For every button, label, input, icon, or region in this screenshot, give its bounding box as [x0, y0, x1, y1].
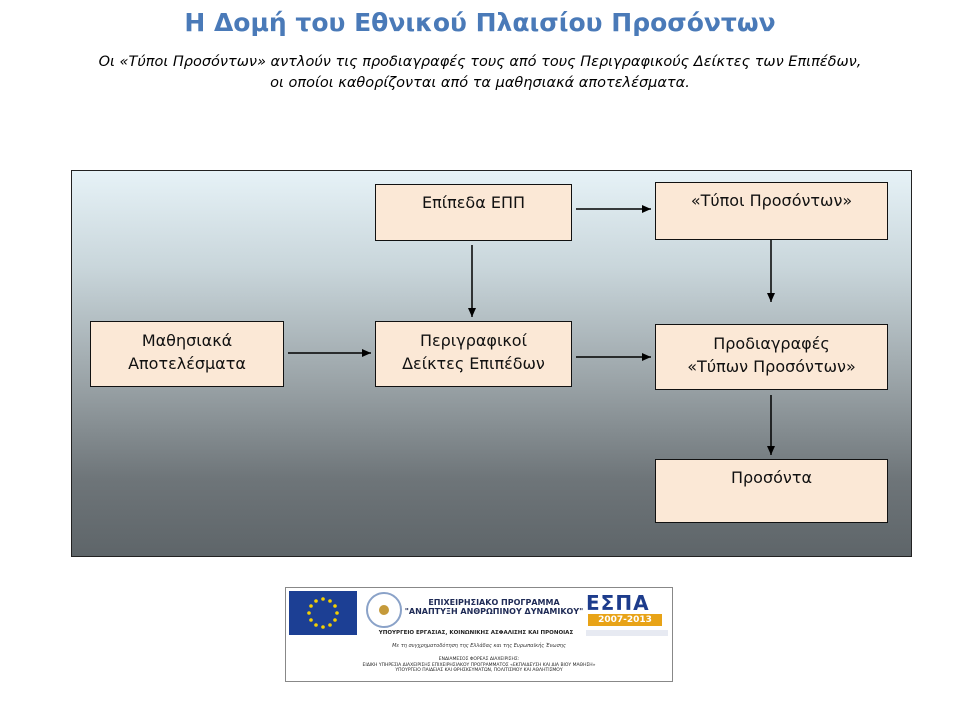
- node-prodiagrafes-line-1: Προδιαγραφές: [713, 334, 830, 353]
- node-perigrafikoi-deiktes: Περιγραφικοί Δείκτες Επιπέδων: [375, 321, 572, 387]
- greek-emblem-icon: [366, 592, 402, 628]
- ministry-text: ΥΠΟΥΡΓΕΙΟ ΕΡΓΑΣΙΑΣ, ΚΟΙΝΩΝΙΚΗΣ ΑΣΦΑΛΙΣΗΣ…: [378, 630, 574, 636]
- program-line-2: "ΑΝΑΠΤΥΞΗ ΑΝΘΡΩΠΙΝΟΥ ΔΥΝΑΜΙΚΟΥ": [404, 607, 584, 616]
- node-mathisiaka-line-1: Μαθησιακά: [141, 331, 233, 350]
- subtitle-line-1: Οι «Τύποι Προσόντων» αντλούν τις προδιαγ…: [98, 54, 862, 70]
- node-typoi-label: «Τύποι Προσόντων»: [690, 191, 853, 210]
- auth-line-3: ΥΠΟΥΡΓΕΙΟ ΠΑΙΔΕΙΑΣ ΚΑΙ ΘΡΗΣΚΕΥΜΑΤΩΝ, ΠΟΛ…: [395, 668, 563, 673]
- node-epipeda-label: Επίπεδα ΕΠΠ: [421, 193, 526, 212]
- funding-logo-banner: ΕΠΙΧΕΙΡΗΣΙΑΚΟ ΠΡΟΓΡΑΜΜΑ "ΑΝΑΠΤΥΞΗ ΑΝΘΡΩΠ…: [285, 587, 673, 682]
- cofunding-text: Με τη συγχρηματοδότηση της Ελλάδας και τ…: [392, 643, 566, 649]
- auth-line-1: ΕΝΔΙΑΜΕΣΟΣ ΦΟΡΕΑΣ ΔΙΑΧΕΙΡΙΣΗΣ:: [438, 657, 520, 662]
- node-mathisiaka-apotelesmata: Μαθησιακά Αποτελέσματα: [90, 321, 284, 387]
- espa-text: ΕΣΠΑ: [586, 591, 650, 615]
- node-prosonta: Προσόντα: [655, 459, 888, 523]
- eu-stars-icon: [307, 597, 339, 629]
- node-perigrafikoi-line-2: Δείκτες Επιπέδων: [402, 354, 545, 373]
- node-prodiagrafes: Προδιαγραφές «Τύπων Προσόντων»: [655, 324, 888, 390]
- auth-line-2: ΕΙΔΙΚΗ ΥΠΗΡΕΣΙΑ ΔΙΑΧΕΙΡΙΣΗΣ ΕΠΙΧΕΙΡΗΣΙΑΚ…: [362, 662, 596, 668]
- eu-flag-icon: [289, 591, 357, 635]
- node-epipeda-epp: Επίπεδα ΕΠΠ: [375, 184, 572, 241]
- node-prodiagrafes-line-2: «Τύπων Προσόντων»: [687, 357, 856, 376]
- program-title: ΕΠΙΧΕΙΡΗΣΙΑΚΟ ΠΡΟΓΡΑΜΜΑ "ΑΝΑΠΤΥΞΗ ΑΝΘΡΩΠ…: [404, 598, 584, 616]
- node-mathisiaka-line-2: Αποτελέσματα: [128, 354, 246, 373]
- node-perigrafikoi-line-1: Περιγραφικοί: [419, 331, 527, 350]
- node-typoi-prosonton: «Τύποι Προσόντων»: [655, 182, 888, 240]
- espa-tagline-bar: [586, 630, 668, 636]
- espa-years: 2007-2013: [588, 614, 662, 626]
- page-title: Η Δομή του Εθνικού Πλαισίου Προσόντων: [184, 8, 776, 37]
- program-line-1: ΕΠΙΧΕΙΡΗΣΙΑΚΟ ΠΡΟΓΡΑΜΜΑ: [428, 598, 560, 607]
- espa-logo: ΕΣΠΑ 2007-2013: [586, 591, 668, 627]
- subtitle-line-2: οι οποίοι καθορίζονται από τα μαθησιακά …: [270, 75, 690, 91]
- node-prosonta-label: Προσόντα: [730, 468, 813, 487]
- page-subtitle: Οι «Τύποι Προσόντων» αντλούν τις προδιαγ…: [0, 52, 960, 94]
- managing-authority-text: ΕΝΔΙΑΜΕΣΟΣ ΦΟΡΕΑΣ ΔΙΑΧΕΙΡΙΣΗΣ: ΕΙΔΙΚΗ ΥΠ…: [286, 657, 672, 674]
